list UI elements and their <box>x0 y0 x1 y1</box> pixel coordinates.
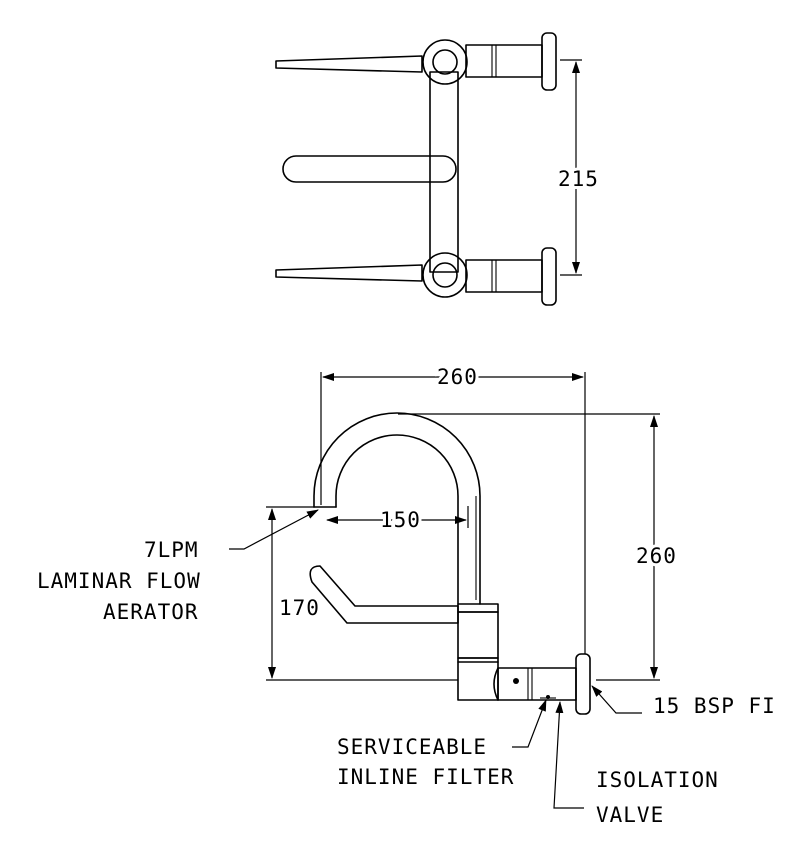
valve-label-line1: ISOLATION <box>596 768 719 792</box>
thread-leader <box>591 685 642 714</box>
thread-label: 15 BSP FI <box>653 694 776 718</box>
side-view: 260 260 150 170 7LPM LAMINAR FLOW AERATO… <box>37 362 776 827</box>
valve-leader <box>553 701 584 809</box>
dim-170-label: 170 <box>279 596 320 620</box>
aerator-label-line2: LAMINAR FLOW <box>37 569 201 593</box>
side-inlet-screw <box>513 678 519 684</box>
plan-body <box>429 71 459 273</box>
dim-260-vertical-label: 260 <box>636 544 677 568</box>
side-flange <box>575 653 591 715</box>
plan-handle <box>282 155 457 183</box>
side-body <box>457 611 499 659</box>
side-collar <box>457 603 499 613</box>
aerator-leader <box>229 509 319 550</box>
dim-260-horizontal-label: 260 <box>437 365 478 389</box>
filter-label-line2: INLINE FILTER <box>337 765 514 789</box>
side-handle <box>309 565 459 624</box>
plan-lower-inlet <box>465 247 557 306</box>
dim-150-label: 150 <box>380 508 421 532</box>
plan-upper-inlet <box>465 32 557 91</box>
aerator-label-line3: AERATOR <box>103 600 199 624</box>
aerator-label-line1: 7LPM <box>144 538 199 562</box>
plan-lower-spout <box>275 264 423 282</box>
filter-leader <box>512 699 547 748</box>
dim-215-label: 215 <box>558 167 599 191</box>
valve-label-line2: VALVE <box>596 803 664 827</box>
side-inlet-pipe <box>497 667 577 701</box>
filter-label-line1: SERVICEABLE <box>337 735 487 759</box>
plan-upper-spout <box>275 55 423 73</box>
plan-view: 215 <box>275 32 601 306</box>
plan-lower-hub <box>422 252 468 298</box>
plan-upper-hub <box>422 39 468 85</box>
